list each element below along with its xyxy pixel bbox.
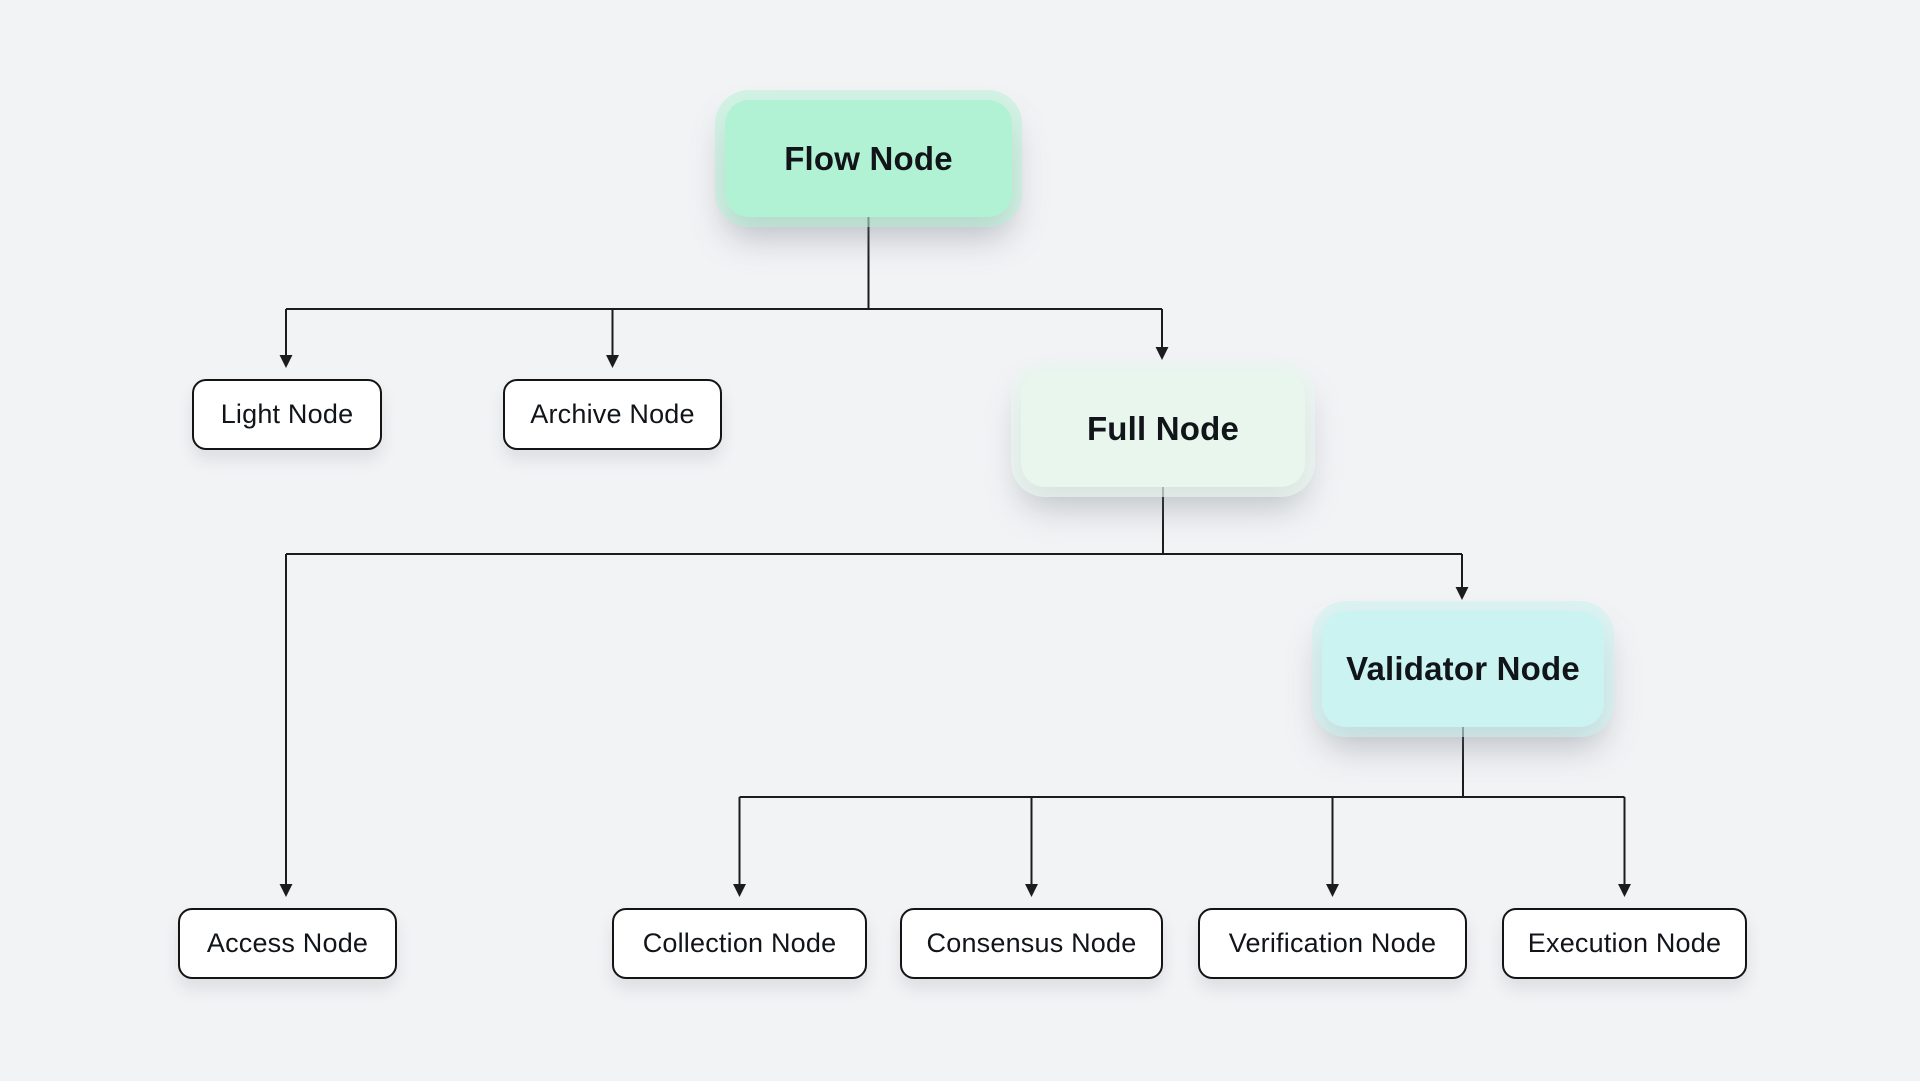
node-archive-node: Archive Node xyxy=(503,379,722,450)
node-label: Light Node xyxy=(220,399,354,429)
node-consensus-node: Consensus Node xyxy=(900,908,1163,979)
node-label: Flow Node xyxy=(784,139,953,177)
node-full-node: Full Node xyxy=(1021,371,1305,487)
node-access-node: Access Node xyxy=(178,908,397,979)
node-label: Consensus Node xyxy=(926,928,1137,958)
node-label: Access Node xyxy=(206,928,369,958)
node-label: Verification Node xyxy=(1228,928,1437,958)
node-collection-node: Collection Node xyxy=(612,908,867,979)
node-flow-node: Flow Node xyxy=(725,100,1012,217)
node-verification-node: Verification Node xyxy=(1198,908,1467,979)
node-light-node: Light Node xyxy=(192,379,382,450)
node-label: Archive Node xyxy=(530,399,695,429)
node-label: Execution Node xyxy=(1527,928,1722,958)
node-label: Collection Node xyxy=(642,928,837,958)
node-label: Validator Node xyxy=(1346,650,1580,687)
node-label: Full Node xyxy=(1086,410,1240,447)
node-execution-node: Execution Node xyxy=(1502,908,1747,979)
node-validator-node: Validator Node xyxy=(1322,611,1604,727)
